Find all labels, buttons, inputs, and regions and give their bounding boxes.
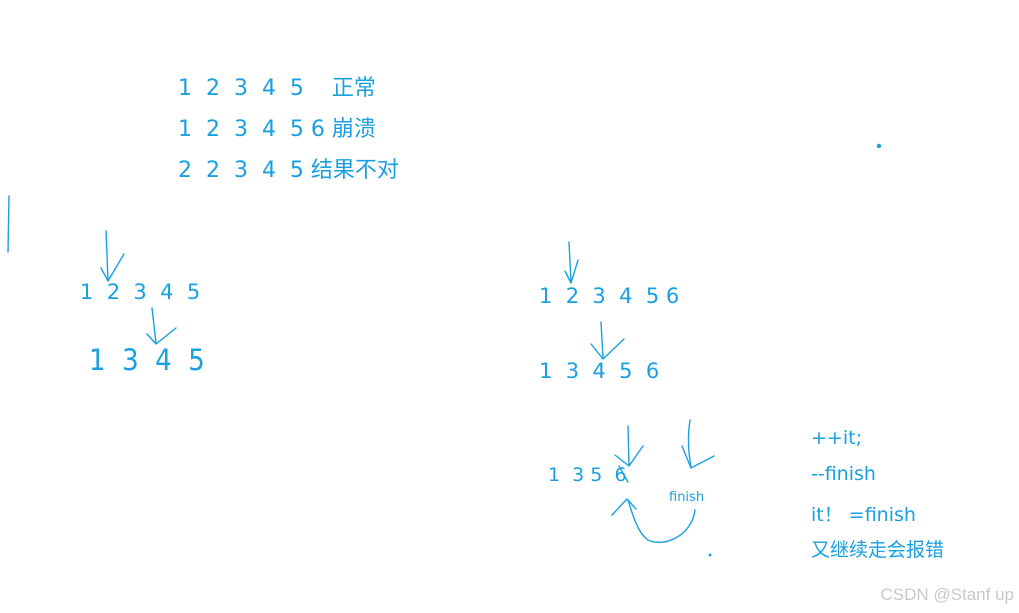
code-compare: it！ =finish (811, 504, 916, 526)
stray-small-dot-mark (708, 553, 712, 557)
stray-dot-mark (876, 143, 882, 149)
note-line-crash: 1 2 3 4 5 6 崩溃 (178, 117, 376, 142)
right-sequence-after: 1 3 5 6 (548, 464, 627, 486)
note-line-wrong-result: 2 2 3 4 5 结果不对 (178, 158, 399, 183)
code-decrement-finish: --finish (811, 463, 876, 485)
it-arrow-head-icon (614, 445, 644, 467)
finish-arrow-icon (687, 419, 692, 468)
code-increment-it: ++it; (811, 427, 862, 449)
left-arrow-1-icon (105, 230, 109, 281)
right-arrow-1-head-icon (564, 259, 579, 284)
finish-label: finish (669, 490, 705, 505)
cross-mark-icon (618, 465, 629, 483)
note-line-normal: 1 2 3 4 5 正常 (178, 76, 376, 101)
stray-line-mark (7, 195, 10, 253)
right-arrow-1-icon (568, 241, 572, 283)
left-arrow-1-head-icon (100, 253, 125, 282)
left-sequence-after: 1 3 4 5 (89, 344, 205, 378)
finish-arrow-head-icon (681, 445, 715, 469)
code-error-note: 又继续走会报错 (811, 539, 945, 561)
right-sequence-middle: 1 3 4 5 6 (539, 359, 660, 383)
right-arrow-2-head-icon (590, 338, 625, 360)
left-arrow-2-icon (151, 307, 157, 344)
finish-loop-curve (627, 499, 696, 544)
right-arrow-2-icon (600, 321, 604, 359)
left-sequence-before: 1 2 3 4 5 (80, 280, 201, 304)
left-arrow-2-head-icon (146, 327, 177, 345)
it-arrow-icon (627, 425, 630, 466)
right-sequence-before: 1 2 3 4 5 6 (539, 284, 680, 308)
csdn-watermark: CSDN @Stanf up (880, 585, 1014, 604)
finish-loop-head-icon (611, 498, 637, 516)
